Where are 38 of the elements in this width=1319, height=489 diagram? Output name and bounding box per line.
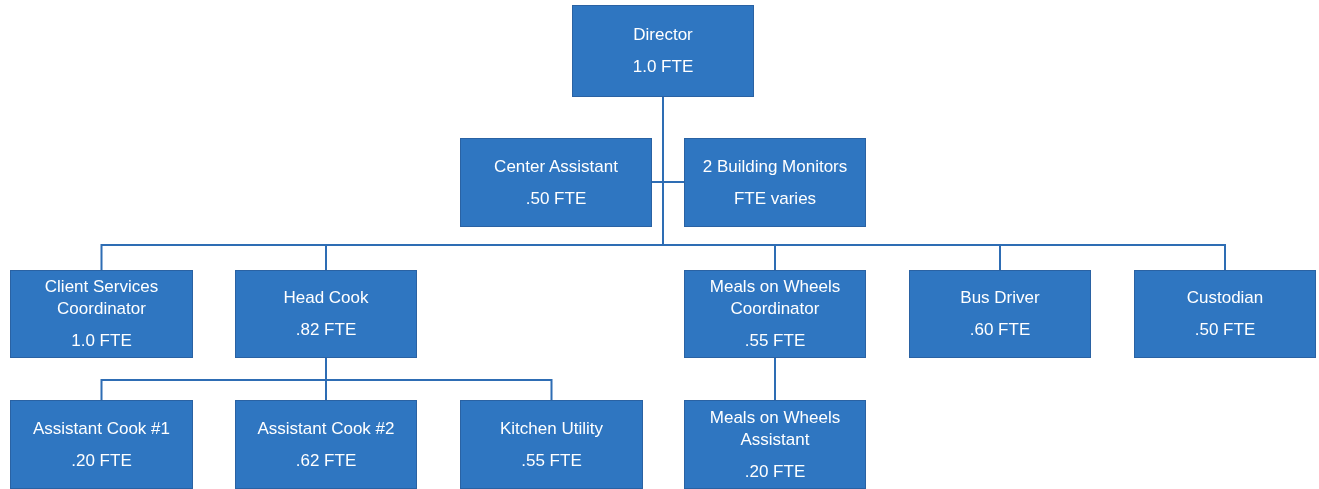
fte-label: .20 FTE <box>71 449 132 472</box>
fte-label: .50 FTE <box>1194 319 1256 341</box>
position-box <box>460 400 643 489</box>
fte-label: .50 FTE <box>525 187 587 210</box>
position-title: Meals on Wheels Assistant <box>708 406 842 451</box>
position-box <box>235 400 417 489</box>
fte-label: .20 FTE <box>744 460 806 483</box>
position-title: Assistant Cook #2 <box>257 417 395 440</box>
fte-label: .55 FTE <box>744 330 806 352</box>
fte-label: FTE varies <box>733 187 817 210</box>
position-box <box>909 270 1091 358</box>
position-title: Head Cook <box>283 287 369 309</box>
fte-label: 1.0 FTE <box>632 56 694 78</box>
position-title: Bus Driver <box>960 287 1040 309</box>
fte-label: .55 FTE <box>521 449 582 472</box>
position-title: Meals on Wheels Coordinator <box>708 276 842 320</box>
position-box <box>684 138 866 227</box>
fte-label: .82 FTE <box>295 319 357 341</box>
position-box <box>684 400 866 489</box>
position-title: Kitchen Utility <box>500 417 603 440</box>
fte-label: 1.0 FTE <box>71 330 132 352</box>
fte-label: .60 FTE <box>969 319 1031 341</box>
position-title: Center Assistant <box>494 155 618 178</box>
connector-line <box>774 357 776 401</box>
connector-line <box>325 357 553 401</box>
position-title: Custodian <box>1186 287 1264 309</box>
position-box <box>1134 270 1316 358</box>
position-title: Assistant Cook #1 <box>33 417 170 440</box>
position-title: Director <box>633 24 693 46</box>
position-box <box>10 270 193 358</box>
fte-label: .62 FTE <box>295 449 357 472</box>
position-box <box>10 400 193 489</box>
position-box <box>235 270 417 358</box>
position-box <box>460 138 652 227</box>
position-title: 2 Building Monitors <box>702 155 848 178</box>
position-box <box>572 5 754 97</box>
position-box <box>684 270 866 358</box>
position-title: Client Services Coordinator <box>43 276 160 320</box>
